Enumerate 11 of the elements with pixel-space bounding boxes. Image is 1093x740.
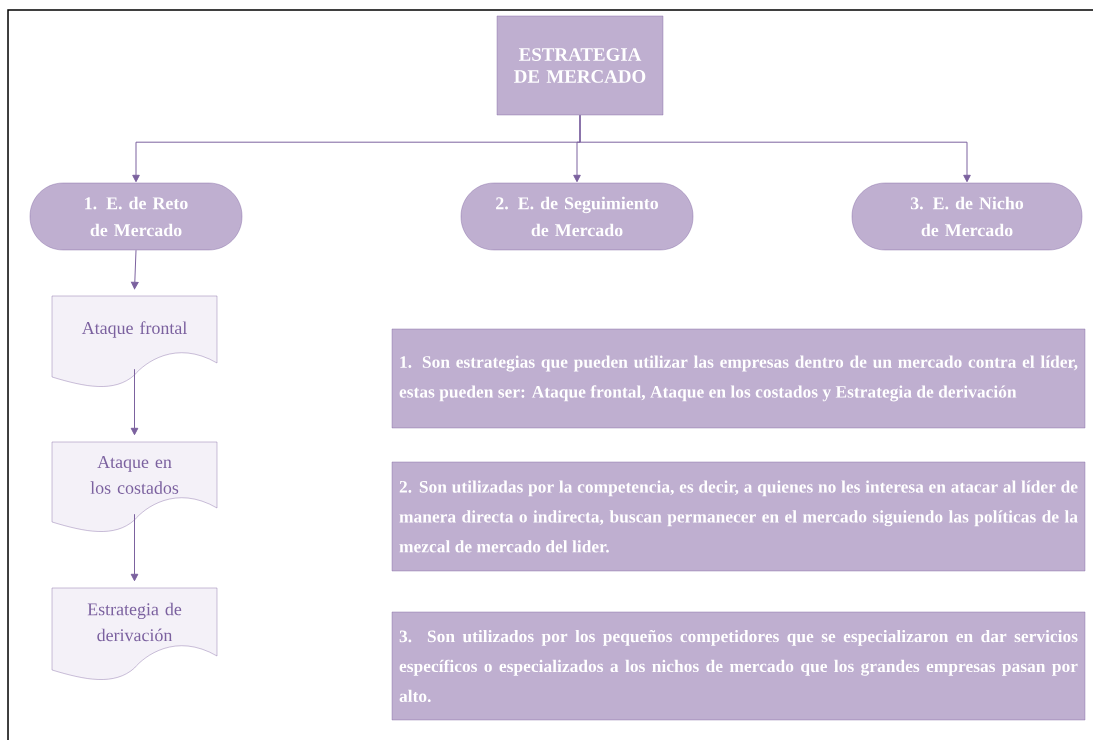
arrow xyxy=(579,114,971,183)
arrow xyxy=(130,368,139,436)
title-box: ESTRATEGIA DE MERCADO xyxy=(496,15,664,116)
description-box: 2. Son utilizadas por la competencia, es decir, a quienes no les interesa en atacar al líder de manera directa o indirecta, buscan permanecer en el mercado siguiendo las políticas de la mezcal de mercado del lider. xyxy=(391,461,1086,572)
arrow xyxy=(130,513,139,582)
strategy-pill: 3. E. de Nicho de Mercado xyxy=(851,182,1083,251)
strategy-pill: 2. E. de Seguimiento de Mercado xyxy=(460,182,694,251)
strategy-pill: 1. E. de Reto de Mercado xyxy=(29,182,243,251)
description-box: 1. Son estrategias que pueden utilizar las empresas dentro de un mercado contra el líder, estas pueden ser: Ataque frontal, Ataque en los costados y Estrategia de derivación xyxy=(391,328,1086,429)
description-box: 3. Son utilizados por los pequeños competidores que se especializaron en dar servicios específicos o especializados a los nichos de mercado que los grandes empresas pasan por alto. xyxy=(391,611,1086,721)
arrow xyxy=(131,249,139,290)
